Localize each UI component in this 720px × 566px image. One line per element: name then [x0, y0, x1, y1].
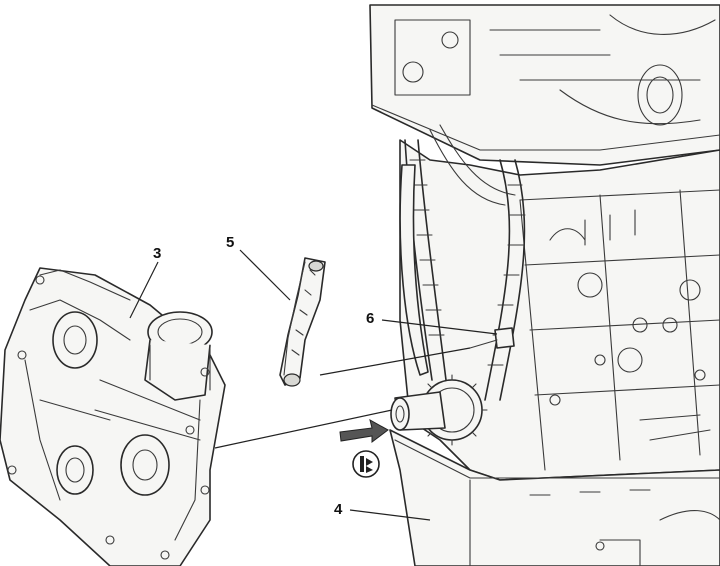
- callout-3: 3: [129, 245, 161, 319]
- arrow-right-icon: [339, 419, 389, 443]
- callout-6: 6: [366, 310, 498, 335]
- callout-label-6: 6: [366, 310, 374, 327]
- callout-5: 5: [226, 234, 291, 301]
- callout-label-3: 3: [153, 245, 161, 262]
- callout-label-4: 4: [334, 501, 343, 518]
- timing-chain: [399, 124, 526, 401]
- chain-guide-rail-part-5: [279, 257, 326, 387]
- engine-block: [369, 4, 720, 566]
- timing-case-cover-part-3: [0, 267, 226, 566]
- callout-4: 4: [334, 501, 431, 521]
- assembly-lines: [214, 347, 471, 449]
- crankshaft-sprocket: [390, 374, 488, 446]
- callout-label-5: 5: [226, 234, 234, 251]
- tool-symbol-icon: [352, 450, 380, 478]
- sensor-bracket-part-6: [469, 327, 515, 349]
